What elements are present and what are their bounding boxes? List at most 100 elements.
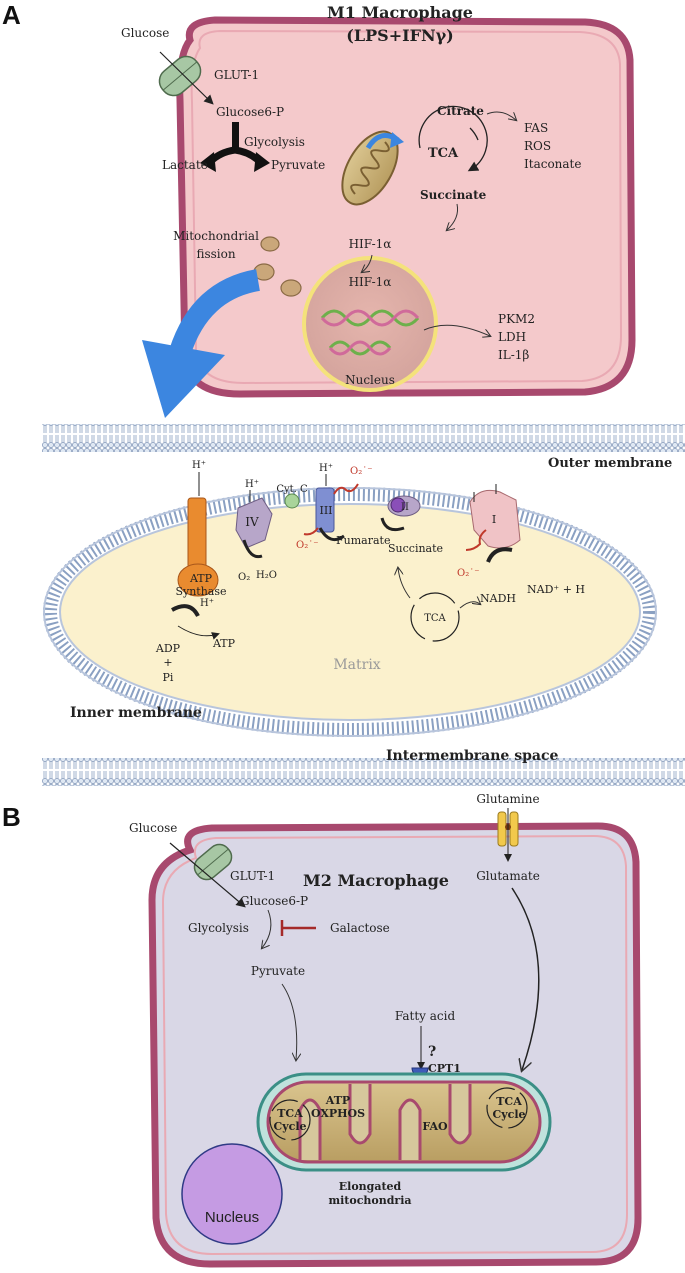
m1-mito-succinate-label: Succinate: [388, 542, 443, 555]
cpt1-question-mark: ?: [428, 1044, 436, 1060]
m2-tca-left-line1: TCA: [277, 1107, 303, 1120]
m1-cell: [176, 16, 636, 398]
nad-label: NAD⁺ + H: [527, 583, 585, 596]
m2-nucleus: [181, 1143, 283, 1245]
complex-iv-h2o: H₂O: [256, 570, 277, 581]
m2-tca-right-line1: TCA: [496, 1095, 522, 1108]
inner-membrane-label: Inner membrane: [70, 705, 202, 721]
m2-tca-cycle-left: [269, 1099, 311, 1141]
m1-il1b-label: IL-1β: [498, 348, 529, 362]
complex-iv-o2: O₂: [238, 572, 250, 583]
m1-hif-nuclear-label: HIF-1α: [349, 275, 392, 289]
atp-synthesis-arrow: [177, 625, 220, 640]
atp-synthase-label-2: Synthase: [175, 585, 226, 598]
atp-synthase-label-1: ATP: [189, 572, 213, 585]
complex-iii-radical-top: O₂˙⁻: [350, 466, 373, 477]
m1-nucleus: [302, 256, 438, 392]
outer-membrane: [42, 424, 685, 452]
gene-expression-arrow: [423, 324, 490, 336]
complex-iii-ros-arrow-in: [303, 527, 319, 536]
elongated-mito-line1: Elongated: [339, 1180, 402, 1193]
mito-fission-line2: fission: [196, 247, 235, 261]
complex-iii-label: III: [319, 504, 332, 517]
m2-tca-left-line2: Cycle: [273, 1120, 306, 1133]
galactose-label: Galactose: [330, 921, 390, 935]
m2-pyruvate-label: Pyruvate: [251, 964, 305, 978]
m1-glycolysis-label: Glycolysis: [244, 135, 305, 149]
atp-label: ATP: [212, 637, 236, 650]
m2-tca-cycle-right: [486, 1087, 528, 1129]
m1-ldh-label: LDH: [498, 330, 526, 344]
glucose-import-arrow: [159, 51, 214, 105]
m2-glycolysis-label: Glycolysis: [188, 921, 249, 935]
m1-succinate-label: Succinate: [420, 188, 487, 202]
fatty-acid-label: Fatty acid: [395, 1009, 456, 1023]
complex-iii-hplus: H⁺: [319, 463, 333, 474]
adp-label: ADP: [155, 642, 181, 655]
m2-fao-label: FAO: [422, 1120, 448, 1133]
m2-glut1-transporter-icon: [193, 843, 233, 881]
elongated-mito-line2: mitochondria: [328, 1194, 411, 1207]
outer-membrane-label: Outer membrane: [548, 456, 672, 471]
m2-glycolysis-arrow: [262, 909, 272, 948]
m1-glut1-label: GLUT-1: [214, 68, 259, 82]
m2-glut1-label: GLUT-1: [230, 869, 275, 883]
m1-pyruvate-label: Pyruvate: [271, 158, 325, 172]
complex-ii-icon: [380, 495, 421, 532]
m1-citrate-label: Citrate: [437, 104, 484, 118]
m1-mitochondrion-icon: [341, 130, 399, 206]
complex-iii-ros-arrow-out: [333, 483, 359, 495]
dna-helix-icon: [320, 309, 420, 356]
matrix-tca-cycle: [410, 592, 460, 642]
panel-b-letter: B: [2, 802, 21, 832]
glutamate-label: Glutamate: [476, 869, 540, 883]
m1-glucose-label: Glucose: [121, 26, 169, 40]
intermembrane-space-label: Intermembrane space: [386, 748, 558, 764]
atp-synthase-hplus: H⁺: [192, 460, 206, 471]
succinate-arrow: [447, 203, 458, 230]
m1-nucleus-label: Nucleus: [345, 373, 395, 387]
elongated-mitochondrion: [256, 1072, 552, 1172]
complex-i-ros-arrow: [465, 529, 487, 551]
complex-iv-label: IV: [245, 515, 259, 529]
cpt1-label: CPT1: [428, 1062, 461, 1075]
complex-i-label: I: [492, 513, 496, 526]
m2-pyruvate-arrow: [281, 983, 297, 1060]
m1-tca-cycle: [418, 105, 488, 172]
inner-membrane-outline: [43, 487, 657, 737]
m1-hif-cyto-label: HIF-1α: [349, 237, 392, 251]
outer-membrane-bottom: [42, 758, 685, 786]
tca-to-fumarate-arrow: [398, 568, 411, 599]
m1-ros-label: ROS: [524, 139, 551, 153]
complex-iv-hplus: H⁺: [245, 479, 259, 490]
big-blue-arrow: [169, 269, 261, 356]
cytochrome-c-icon: [284, 493, 300, 509]
m2-oxphos-label: OXPHOS: [311, 1107, 365, 1120]
m1-pkm2-label: PKM2: [498, 312, 535, 326]
glycolysis-split-arrow: [200, 122, 270, 172]
pi-label: Pi: [163, 671, 174, 684]
plus-label: +: [163, 656, 172, 669]
m2-glucose-import-arrow: [169, 842, 246, 908]
m1-fas-label: FAS: [524, 121, 548, 135]
hif-translocation-arrow: [362, 254, 373, 272]
m2-glucose6p-label: Glucose6-P: [240, 894, 308, 908]
mito-fission-line1: Mitochondrial: [173, 229, 259, 243]
glut1-transporter-icon: [158, 55, 202, 97]
m2-atp-label: ATP: [325, 1094, 350, 1107]
panel-a-letter: A: [2, 0, 21, 30]
complex-iii-radical-bottom: O₂˙⁻: [296, 540, 319, 551]
m2-title: M2 Macrophage: [303, 871, 449, 890]
m1-tca-label: TCA: [428, 146, 459, 161]
inner-membrane: [43, 487, 657, 737]
m1-title-line2: (LPS+IFNγ): [346, 26, 453, 45]
complex-iv-icon: [235, 497, 273, 559]
tca-to-nadh-arrow: [459, 602, 480, 609]
m2-tca-right-line2: Cycle: [492, 1108, 525, 1121]
fumarate-label: Fumarate: [336, 534, 390, 547]
complex-i-radical: O₂˙⁻: [457, 568, 480, 579]
m2-nucleus-label: Nucleus: [205, 1209, 259, 1226]
m1-lactate-label: Lactate: [162, 158, 208, 172]
